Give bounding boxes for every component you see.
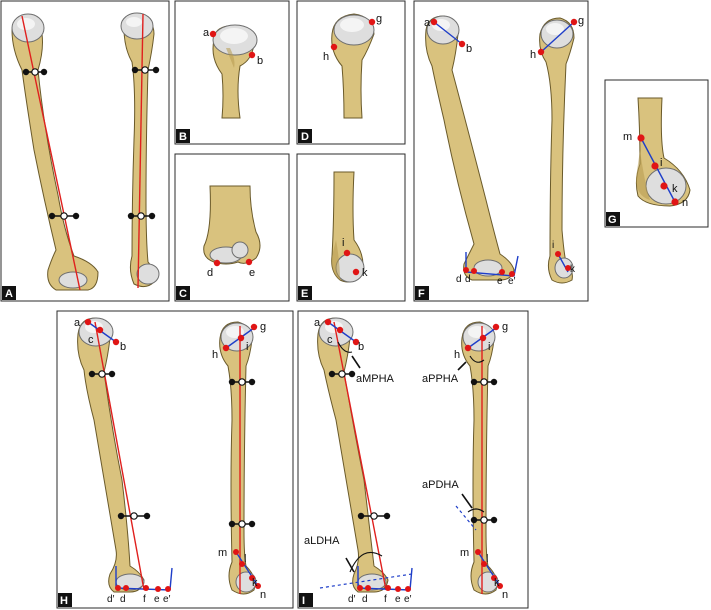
label-g-i: i [660, 157, 662, 169]
label-h-c: c [88, 334, 94, 346]
label-f-d2: d [465, 274, 471, 285]
panel-tag-e: E [301, 288, 308, 300]
label-f-e-prime: e′ [508, 276, 516, 287]
label-f-b: b [466, 43, 472, 55]
label-h-m: m [218, 547, 227, 559]
label-i-i: i [488, 341, 490, 353]
panel-e: i k E [296, 153, 406, 302]
panel-tag-b: B [179, 131, 187, 143]
panel-a: A [0, 0, 170, 302]
panel-g: m i k n G [604, 79, 709, 228]
label-i-a: a [314, 317, 321, 329]
panel-tag-g: G [608, 214, 617, 226]
label-h-b: b [120, 341, 126, 353]
label-f-k: k [570, 264, 576, 275]
panel-tag-f: F [418, 288, 425, 300]
label-e-i: i [342, 237, 344, 249]
label-h-n: n [260, 589, 266, 601]
label-i-d: d [362, 594, 368, 605]
label-h-d: d [120, 594, 126, 605]
panel-d: g h D [296, 0, 406, 145]
angle-label-appha: aPPHA [422, 373, 459, 385]
label-i-d-prime: d′ [348, 594, 356, 605]
label-h-e: e [154, 594, 160, 605]
label-h-d-prime: d′ [107, 594, 115, 605]
label-d-g: g [376, 13, 382, 25]
label-h-e-prime: e′ [163, 594, 171, 605]
label-i-f: f [384, 594, 387, 605]
panel-tag-h: H [60, 595, 68, 607]
label-i-l: l [486, 553, 488, 565]
label-i-e-prime: e′ [404, 594, 412, 605]
label-g-k: k [672, 183, 678, 195]
label-c-d: d [207, 267, 213, 279]
angle-label-ampha: aMPHA [356, 373, 395, 385]
panel-c: d e C [174, 153, 290, 302]
label-f-h: h [530, 49, 536, 61]
label-g-n: n [682, 197, 688, 209]
panel-h: a c b d′ d f e e′ g h i [56, 310, 294, 609]
label-h-h: h [212, 349, 218, 361]
panel-b: a b B [174, 0, 290, 145]
panel-i: a c b aMPHA aLDHA d′ d f e e′ [297, 310, 529, 609]
label-i-k: k [494, 577, 500, 589]
panel-tag-i: I [302, 595, 305, 607]
panel-tag-d: D [301, 131, 309, 143]
label-i-h: h [454, 349, 460, 361]
label-h-i: i [246, 341, 248, 353]
label-f-g: g [578, 15, 584, 27]
label-i-m: m [460, 547, 469, 559]
label-i-g: g [502, 321, 508, 333]
label-i-e: e [395, 594, 401, 605]
label-b-b: b [257, 55, 263, 67]
panel-f: a b d d e e′ g h i k F [413, 0, 589, 302]
label-c-e: e [249, 267, 255, 279]
label-e-k: k [362, 267, 368, 279]
label-i-n: n [502, 589, 508, 601]
angle-label-apdha: aPDHA [422, 479, 459, 491]
label-f-d1: d [456, 274, 462, 285]
angle-label-aldha: aLDHA [304, 535, 340, 547]
label-h-f: f [143, 594, 146, 605]
label-f-e: e [497, 276, 503, 287]
label-d-h: h [323, 51, 329, 63]
label-h-g: g [260, 321, 266, 333]
label-g-m: m [623, 131, 632, 143]
panel-tag-c: C [179, 288, 187, 300]
label-h-a: a [74, 317, 81, 329]
label-h-k: k [252, 577, 258, 589]
label-i-c: c [327, 334, 333, 346]
label-f-i: i [552, 240, 554, 251]
label-h-l: l [244, 553, 246, 565]
label-f-a: a [424, 17, 431, 29]
panel-tag-a: A [5, 288, 13, 300]
label-b-a: a [203, 27, 210, 39]
label-i-b: b [358, 341, 364, 353]
